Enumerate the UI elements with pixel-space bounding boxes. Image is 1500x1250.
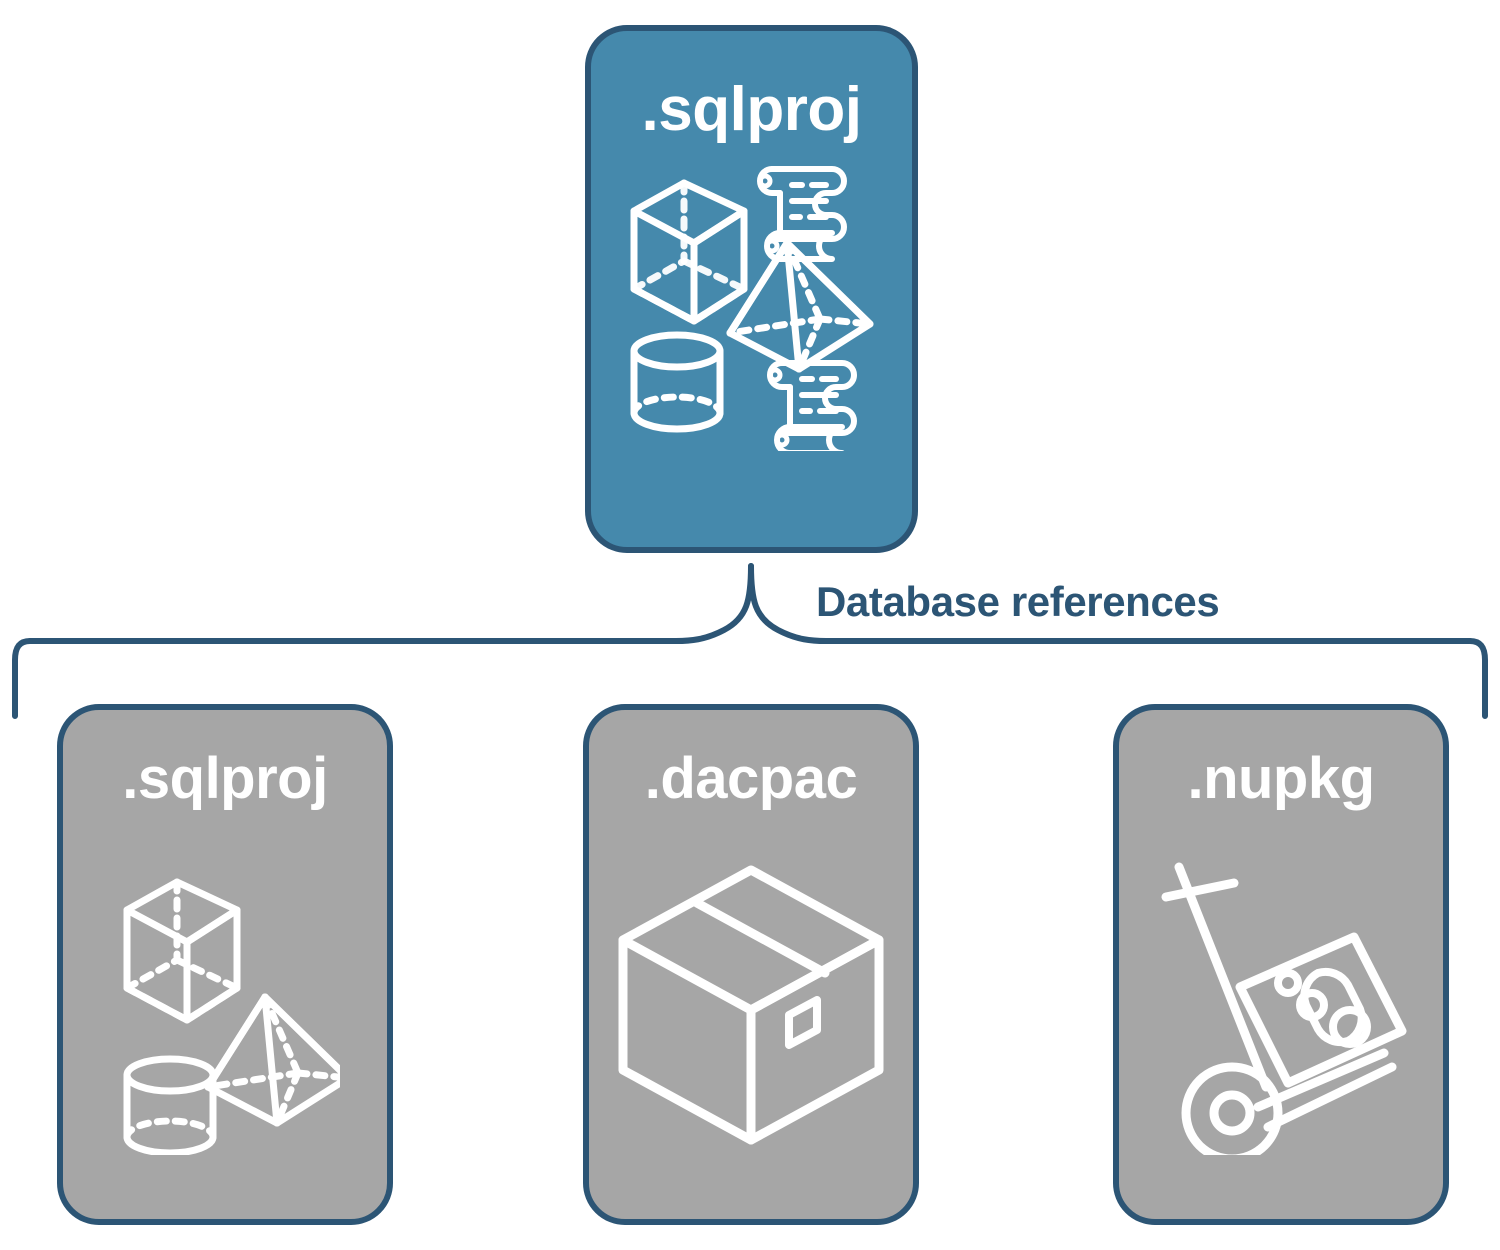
database-objects-and-scripts-icon <box>591 161 912 451</box>
cube-icon <box>123 878 241 1024</box>
cube-icon <box>630 179 747 325</box>
card-reference-dacpac[interactable]: .dacpac <box>583 704 919 1225</box>
card-reference-sqlproj[interactable]: .sqlproj <box>57 704 393 1225</box>
database-objects-icon <box>63 845 387 1165</box>
card-reference-nupkg[interactable]: .nupkg <box>1113 704 1449 1225</box>
hand-truck-package-icon <box>1119 845 1443 1165</box>
package-box-icon <box>589 845 913 1165</box>
isometric-box-icon <box>618 865 884 1145</box>
connector-label: Database references <box>816 578 1220 625</box>
card-root-label: .sqlproj <box>641 75 862 144</box>
scroll-icon <box>766 360 857 451</box>
card-reference-1-label: .dacpac <box>644 746 858 811</box>
nuget-box-icon <box>1235 932 1407 1088</box>
cylinder-icon <box>123 1055 217 1155</box>
card-reference-2-label: .nupkg <box>1187 746 1375 811</box>
cylinder-icon <box>630 331 723 433</box>
card-reference-0-label: .sqlproj <box>122 746 328 811</box>
card-sqlproj-root[interactable]: .sqlproj <box>585 25 918 553</box>
hand-truck-icon <box>1161 862 1397 1155</box>
pyramid-icon <box>204 993 340 1127</box>
scroll-icon <box>756 166 847 262</box>
